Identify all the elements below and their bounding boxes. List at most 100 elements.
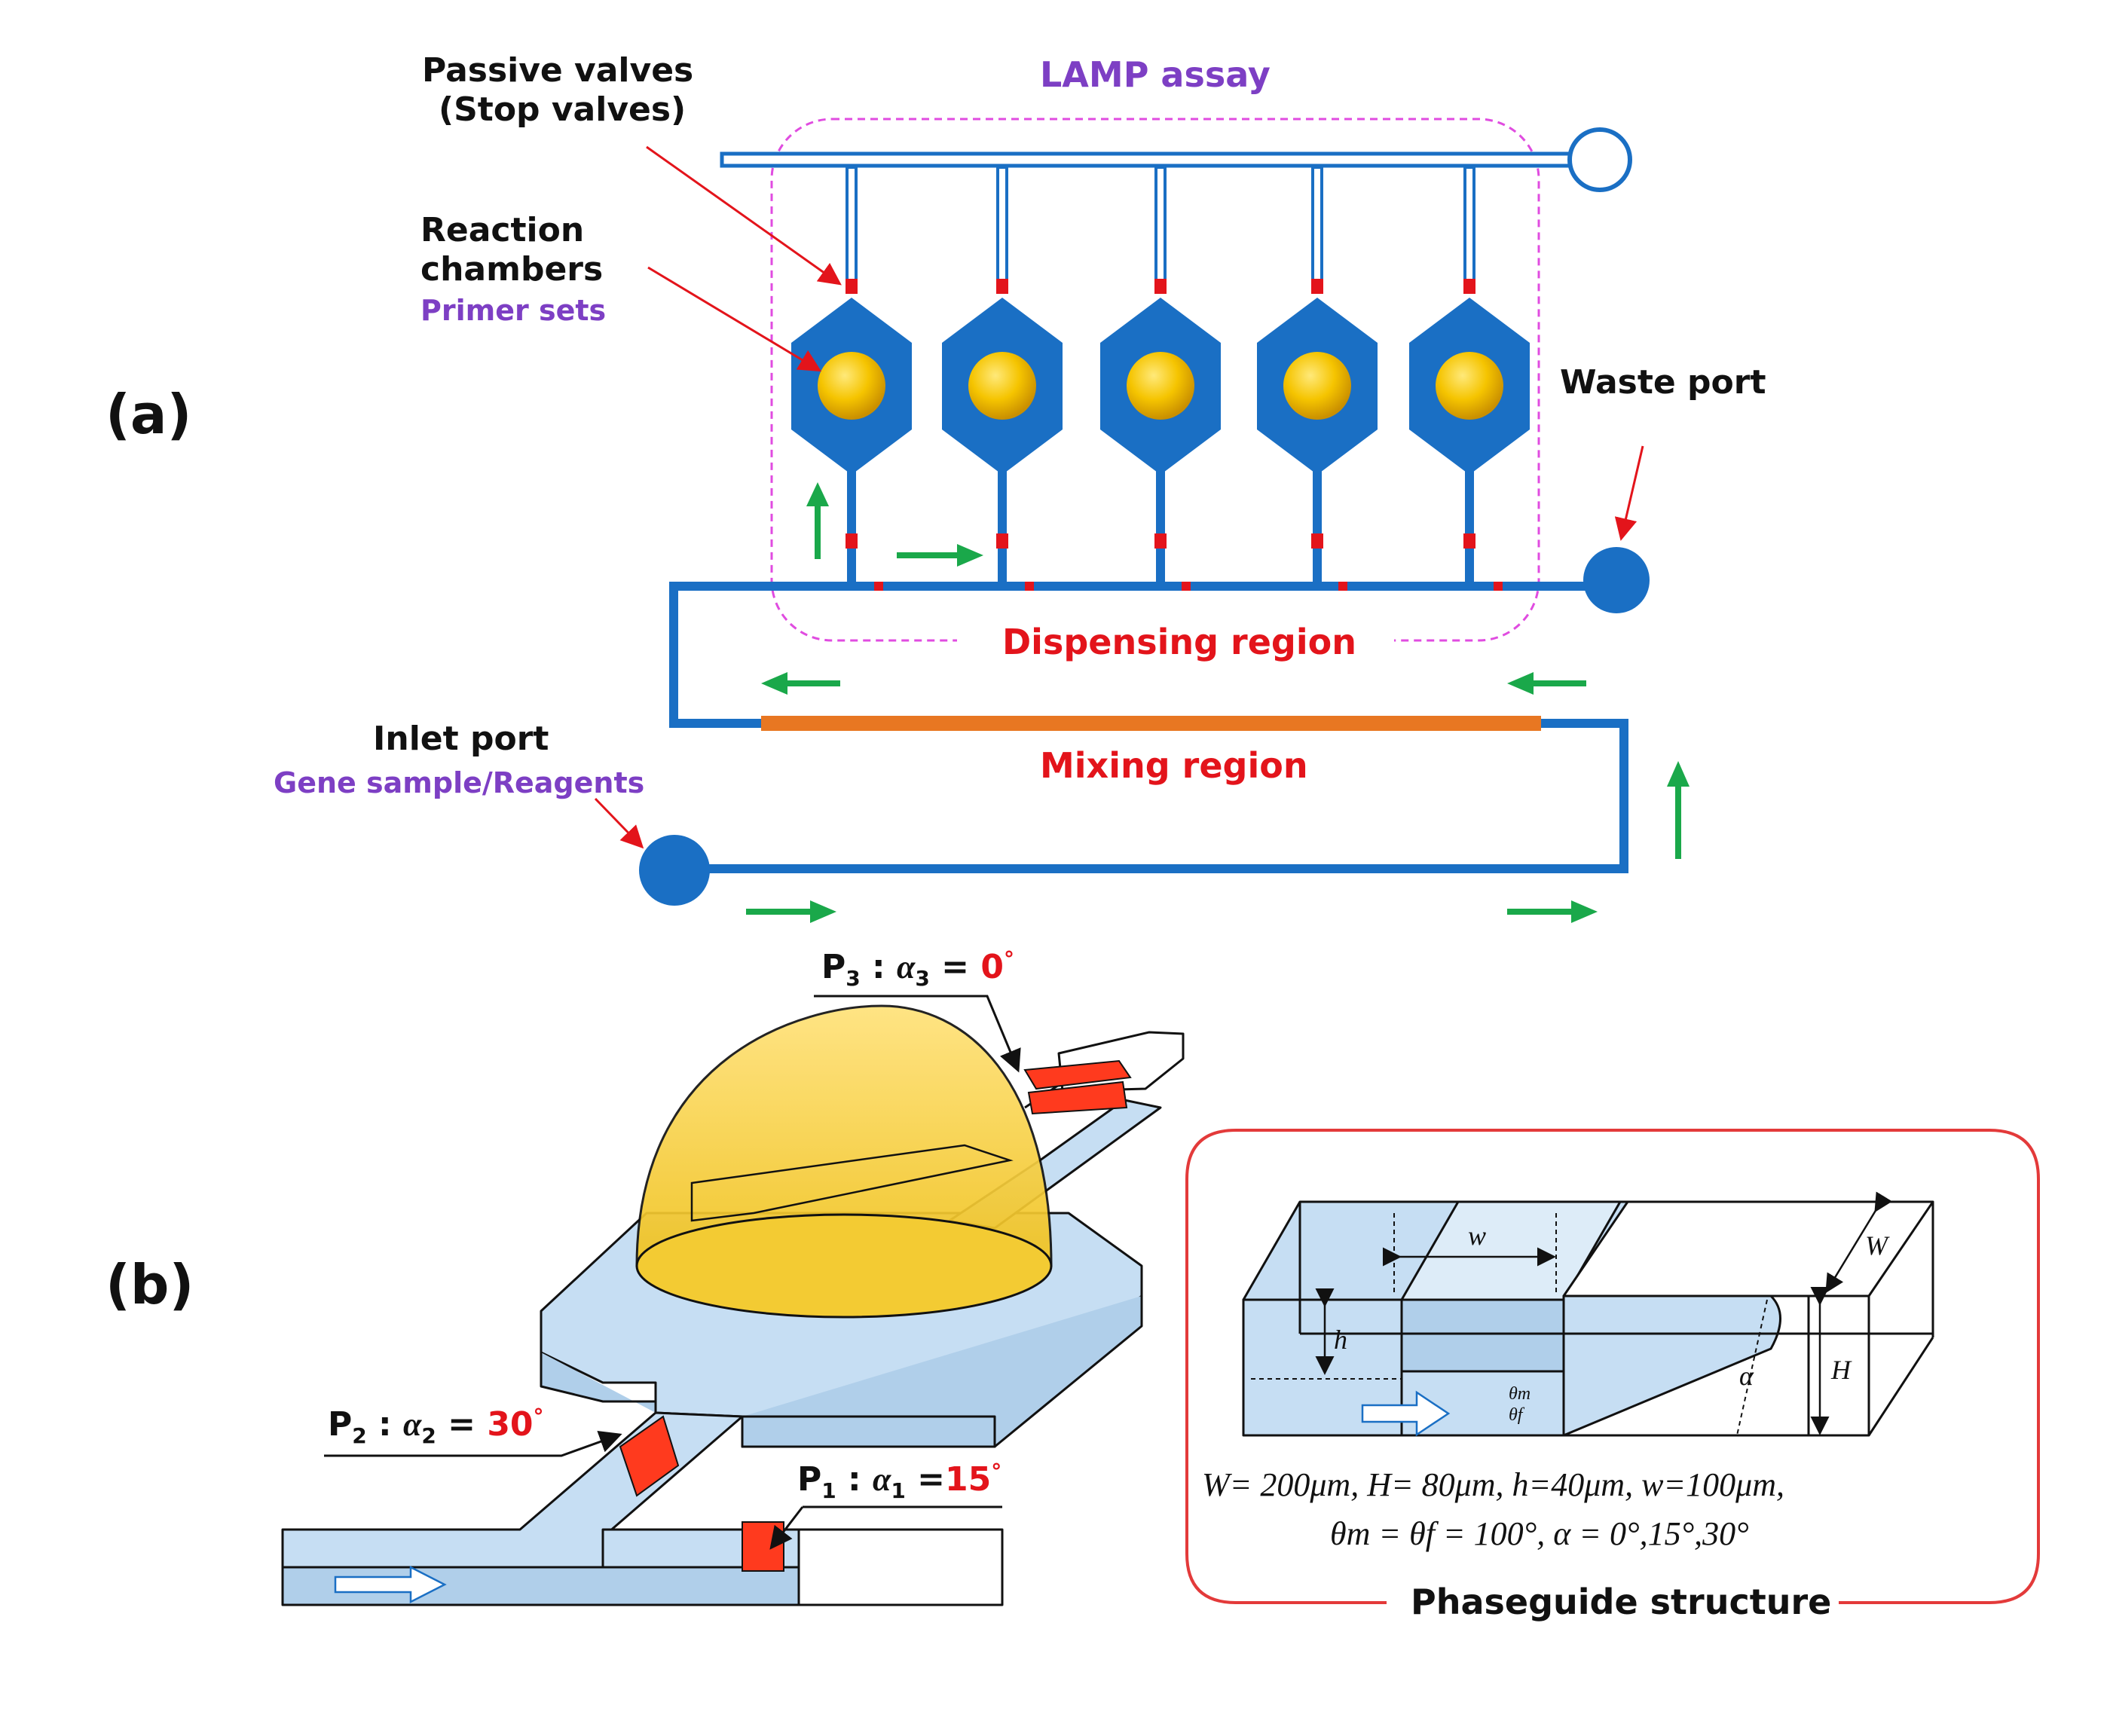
chamber-inlet-channel <box>847 461 856 586</box>
inlet-valve-mark <box>1154 533 1167 549</box>
passive-valves-label-line1: Passive valves <box>422 51 693 90</box>
dome-base <box>635 1213 1053 1319</box>
top-manifold-channel <box>720 151 1573 168</box>
passive-valves-pointer <box>646 145 842 286</box>
reaction-chambers-label-line1: Reaction <box>420 211 584 249</box>
pg-params-line1: W= 200μm, H= 80μm, h=40μm, w=100μm, <box>1202 1466 1784 1503</box>
top-outlet-port <box>1567 127 1632 192</box>
reaction-chamber <box>1409 166 1530 586</box>
chamber-outlet-channel <box>846 166 858 286</box>
arrow-right-icon <box>1507 900 1598 923</box>
pg-h-label: h <box>1334 1325 1347 1355</box>
chamber-outlet-channel <box>1463 166 1475 286</box>
dim-W <box>1825 1191 1893 1294</box>
pg-w-label: w <box>1468 1221 1486 1251</box>
channel-valve-mark <box>1494 582 1503 591</box>
chamber-inlet-channel <box>1313 461 1322 586</box>
pg-liquid-meniscus <box>1562 1294 1781 1437</box>
chamber-outlet-channel <box>996 166 1008 286</box>
flow-arrows <box>746 482 1690 923</box>
p1-label: P1 : α1 =15° <box>797 1459 1001 1503</box>
dispensing-label-gap <box>957 618 1394 663</box>
p1-pointer-tip <box>769 1506 804 1550</box>
arrow-left-icon <box>761 672 840 695</box>
valve-p3 <box>1023 1059 1132 1090</box>
pg-H-label: H <box>1830 1355 1852 1385</box>
p2-pointer <box>324 1431 622 1457</box>
pg-theta-m-label: θm <box>1509 1384 1531 1404</box>
reaction-chamber <box>791 166 912 586</box>
dispensing-region-label: Dispensing region <box>1002 622 1356 662</box>
hollow-arrow-icon <box>334 1565 447 1604</box>
arrow-left-icon <box>1507 672 1586 695</box>
phaseguide-title: Phaseguide structure <box>1411 1582 1831 1622</box>
inlet-valve-mark <box>996 533 1008 549</box>
arrow-right-icon <box>897 544 983 567</box>
pg-ridge-front <box>1400 1298 1565 1373</box>
chamber-outlet-channel <box>1311 166 1323 286</box>
inlet-valve-mark <box>1463 533 1475 549</box>
hollow-arrow-icon <box>1361 1390 1451 1437</box>
reaction-chamber <box>1100 166 1221 586</box>
lamp-assay-label: LAMP assay <box>1040 54 1271 95</box>
pg-guide <box>1736 1299 1768 1436</box>
pg-W-label: W <box>1865 1230 1890 1261</box>
gene-sample-label: Gene sample/Reagents <box>274 766 644 799</box>
stop-valve-mark <box>996 279 1008 294</box>
reaction-chamber <box>942 166 1063 586</box>
pg-theta-f-label: θf <box>1509 1405 1525 1425</box>
p2-label: P2 : α2 = 30° <box>328 1404 544 1448</box>
primer-bead <box>968 352 1036 420</box>
dome-inner-channel <box>690 1144 1014 1222</box>
stop-valve-mark <box>846 279 858 294</box>
waste-port-pointer <box>1614 445 1644 541</box>
reaction-chambers-pointer <box>647 266 822 372</box>
primer-bead <box>818 352 885 420</box>
stop-valve-mark <box>1311 279 1323 294</box>
channel-valve-mark <box>1182 582 1191 591</box>
primer-bead <box>1436 352 1503 420</box>
channel-valve-mark <box>1338 582 1347 591</box>
reaction-chamber <box>1257 166 1378 586</box>
primer-bead <box>1283 352 1351 420</box>
inlet-port-pointer <box>594 797 644 849</box>
primer-bead <box>1127 352 1194 420</box>
stop-valve-mark <box>1154 279 1167 294</box>
inlet-valve-mark <box>1311 533 1323 549</box>
chamber-outlet-channel <box>1154 166 1167 286</box>
panel-a: (a) LAMP assay <box>106 51 1766 923</box>
waste-port-label: Waste port <box>1560 363 1766 402</box>
panel-a-label: (a) <box>106 383 191 446</box>
p3-label: P3 : α3 = 0° <box>821 946 1014 991</box>
channel-valve-marks <box>874 582 1503 591</box>
pg-edge <box>1867 1337 1934 1436</box>
passive-valves-label-line2: (Stop valves) <box>439 90 686 129</box>
reaction-chambers-label-line2: chambers <box>420 250 603 289</box>
channel-valve-mark <box>874 582 883 591</box>
phaseguide-frame <box>1185 1129 2040 1604</box>
arrow-right-icon <box>746 900 836 923</box>
hex-chamber-front <box>741 1415 996 1448</box>
arrow-up-icon <box>1667 761 1690 859</box>
chamber-inlet-channel <box>1465 461 1474 586</box>
pg-params-line2: θm = θf = 100°, α = 0°,15°,30° <box>1330 1515 1749 1552</box>
panel-b: (b) <box>106 946 1185 1606</box>
pg-alpha-label: α <box>1739 1361 1754 1391</box>
valve-p1 <box>742 1521 784 1572</box>
inlet-channel-white-section <box>797 1528 1004 1606</box>
phaseguide-schematic <box>1242 1200 1934 1437</box>
lamp-assay-frame <box>770 118 1540 642</box>
mixing-region-label: Mixing region <box>1040 745 1308 786</box>
channel-valve-mark <box>1025 582 1034 591</box>
stop-valve-mark <box>1463 279 1475 294</box>
reagent-dome <box>635 1004 1053 1319</box>
panel-b-label: (b) <box>106 1253 194 1316</box>
chamber-inlet-channel <box>1156 461 1165 586</box>
valve-p2 <box>619 1415 680 1497</box>
inlet-valve-mark <box>846 533 858 549</box>
inlet-port-label: Inlet port <box>373 720 549 758</box>
valve-p3-lower <box>1027 1080 1128 1115</box>
reaction-chamber-array <box>791 166 1530 586</box>
arrow-up-icon <box>806 482 829 559</box>
